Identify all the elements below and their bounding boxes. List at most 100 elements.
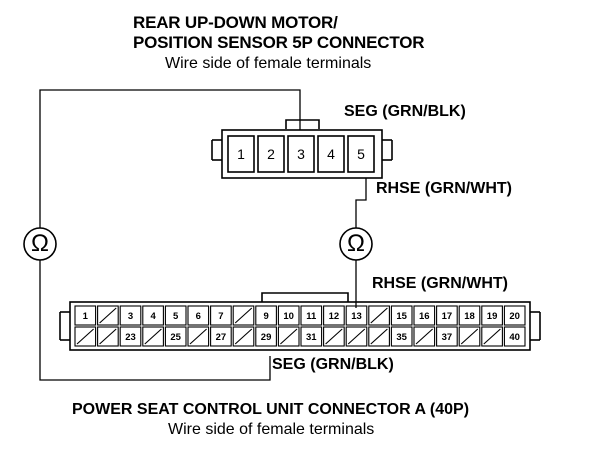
bottom-pin-cell	[503, 326, 526, 347]
empty-pin-slash	[144, 328, 162, 345]
bottom-pin-label: 15	[396, 311, 407, 322]
bottom-pin-label: 19	[486, 311, 498, 322]
bottom-pin-label: 3	[127, 311, 134, 322]
bottom-pin-label: 40	[509, 332, 520, 343]
wire-seg-top	[39, 89, 301, 228]
bottom-pin-cell	[255, 326, 277, 347]
top-pin-label: 3	[297, 146, 305, 162]
bottom-pin-cell	[323, 326, 345, 347]
bottom-pin-label: 5	[173, 311, 179, 322]
bottom-pin-cell	[232, 305, 255, 326]
top-connector-title-line1: REAR UP-DOWN MOTOR/	[133, 13, 338, 32]
top-pin-cell	[287, 135, 315, 173]
top-connector-body	[211, 119, 393, 179]
wire-label-rhse-top: RHSE (GRN/WHT)	[376, 180, 512, 197]
bottom-pin-cell	[413, 305, 436, 326]
wire-rhse-top	[355, 178, 367, 228]
bottom-pin-cell	[345, 326, 368, 347]
top-pin-label: 1	[237, 146, 245, 162]
bottom-pin-label: 31	[306, 332, 317, 343]
bottom-pin-cell	[74, 326, 97, 347]
bottom-pin-cell	[97, 326, 119, 347]
top-pin-cell	[317, 135, 345, 173]
bottom-connector-subtitle: Wire side of female terminals	[168, 421, 375, 438]
bottom-pin-cell	[436, 326, 458, 347]
bottom-pin-cell	[277, 326, 300, 347]
bottom-pin-cell	[210, 326, 232, 347]
bottom-pin-cell	[187, 305, 210, 326]
bottom-pin-cell	[368, 326, 390, 347]
empty-pin-slash	[347, 328, 366, 345]
bottom-pin-cell	[436, 305, 458, 326]
empty-pin-slash	[234, 328, 253, 345]
top-pin-cell	[227, 135, 255, 173]
left-ohmmeter-icon	[23, 227, 57, 261]
bottom-pin-label: 12	[328, 311, 340, 322]
empty-pin-slash	[370, 328, 388, 345]
empty-pin-slash	[76, 328, 94, 345]
top-pin-label: 2	[267, 146, 275, 162]
bottom-connector-body	[59, 292, 541, 351]
top-connector-subtitle: Wire side of female terminals	[165, 55, 372, 72]
bottom-pin-cell	[390, 326, 413, 347]
bottom-pin-cell	[323, 305, 345, 326]
bottom-pin-cell	[481, 305, 503, 326]
bottom-pin-cell	[481, 326, 503, 347]
empty-pin-slash	[415, 328, 433, 345]
empty-pin-slash	[99, 328, 117, 345]
bottom-pin-label: 35	[396, 332, 407, 343]
bottom-pin-cell	[458, 326, 481, 347]
bottom-pin-label: 13	[351, 311, 362, 322]
bottom-pin-label: 17	[441, 311, 453, 322]
empty-pin-slash	[483, 328, 501, 345]
bottom-pin-cell	[503, 305, 526, 326]
right-ohmmeter-icon	[339, 227, 373, 261]
empty-pin-slash	[234, 307, 253, 324]
bottom-pin-label: 11	[306, 311, 317, 322]
bottom-pin-cell	[368, 305, 390, 326]
bottom-pin-label: 9	[263, 311, 269, 322]
bottom-pin-cell	[458, 305, 481, 326]
bottom-pin-label: 18	[464, 311, 475, 322]
bottom-pin-cell	[390, 305, 413, 326]
empty-pin-slash	[280, 328, 298, 345]
bottom-pin-cell	[164, 305, 187, 326]
top-pin-label: 5	[357, 146, 365, 162]
wire-seg-left-lower	[39, 260, 271, 381]
bottom-pin-label: 29	[260, 332, 272, 343]
meter-circles	[23, 227, 373, 261]
bottom-pin-cell	[74, 305, 97, 326]
empty-pin-slash	[325, 328, 343, 345]
bottom-pin-cell	[187, 326, 210, 347]
bottom-pin-cell	[300, 305, 323, 326]
bottom-pin-cell	[413, 326, 436, 347]
bottom-pin-cell	[210, 305, 232, 326]
bottom-connector-title: POWER SEAT CONTROL UNIT CONNECTOR A (40P…	[72, 401, 470, 418]
bottom-pin-label: 23	[125, 332, 136, 343]
empty-pin-slash	[370, 307, 388, 324]
wire-label-seg-bottom: SEG (GRN/BLK)	[272, 356, 394, 373]
empty-pin-slash	[189, 328, 207, 345]
bottom-pin-cell	[232, 326, 255, 347]
bottom-pin-label: 1	[82, 311, 88, 322]
top-pin-label: 4	[327, 146, 335, 162]
bottom-pin-label: 27	[215, 332, 227, 343]
bottom-pin-label: 6	[195, 311, 201, 322]
wire-label-seg-top: SEG (GRN/BLK)	[344, 103, 466, 120]
left-ohm-symbol: Ω	[31, 230, 49, 257]
bottom-pin-label: 37	[441, 332, 453, 343]
top-pin-cell	[347, 135, 375, 173]
top-pin-cell	[257, 135, 285, 173]
bottom-pin-cell	[255, 305, 277, 326]
bottom-pin-cell	[164, 326, 187, 347]
bottom-pin-label: 7	[218, 311, 224, 322]
bottom-pin-cell	[277, 305, 300, 326]
bottom-pin-label: 16	[419, 311, 430, 322]
wires	[39, 89, 367, 381]
right-ohm-symbol: Ω	[347, 230, 365, 257]
bottom-pin-cell	[97, 305, 119, 326]
bottom-pin-cell	[119, 326, 142, 347]
empty-pin-slash	[99, 307, 117, 324]
bottom-pin-cell	[345, 305, 368, 326]
